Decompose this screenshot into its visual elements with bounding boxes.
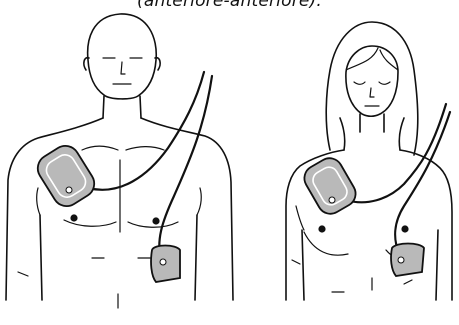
female-nipple-right [318,225,325,232]
male-nose [121,62,125,74]
female-hair [326,22,418,155]
male-head [88,14,157,99]
female-pad-left-lateral [391,244,424,277]
female-nipple-left [401,225,408,232]
male-pad-upper-right [33,141,100,212]
male-nipple-left [152,217,159,224]
female-figure [286,22,452,300]
female-electrode-cable [346,104,446,202]
male-nipple-right [70,214,77,221]
male-pad-left-lateral [151,246,180,283]
female-nose [370,88,374,97]
female-pad-upper-right [300,153,361,218]
male-figure [6,14,233,308]
female-eyes [354,82,390,84]
male-clavicles [82,146,164,150]
